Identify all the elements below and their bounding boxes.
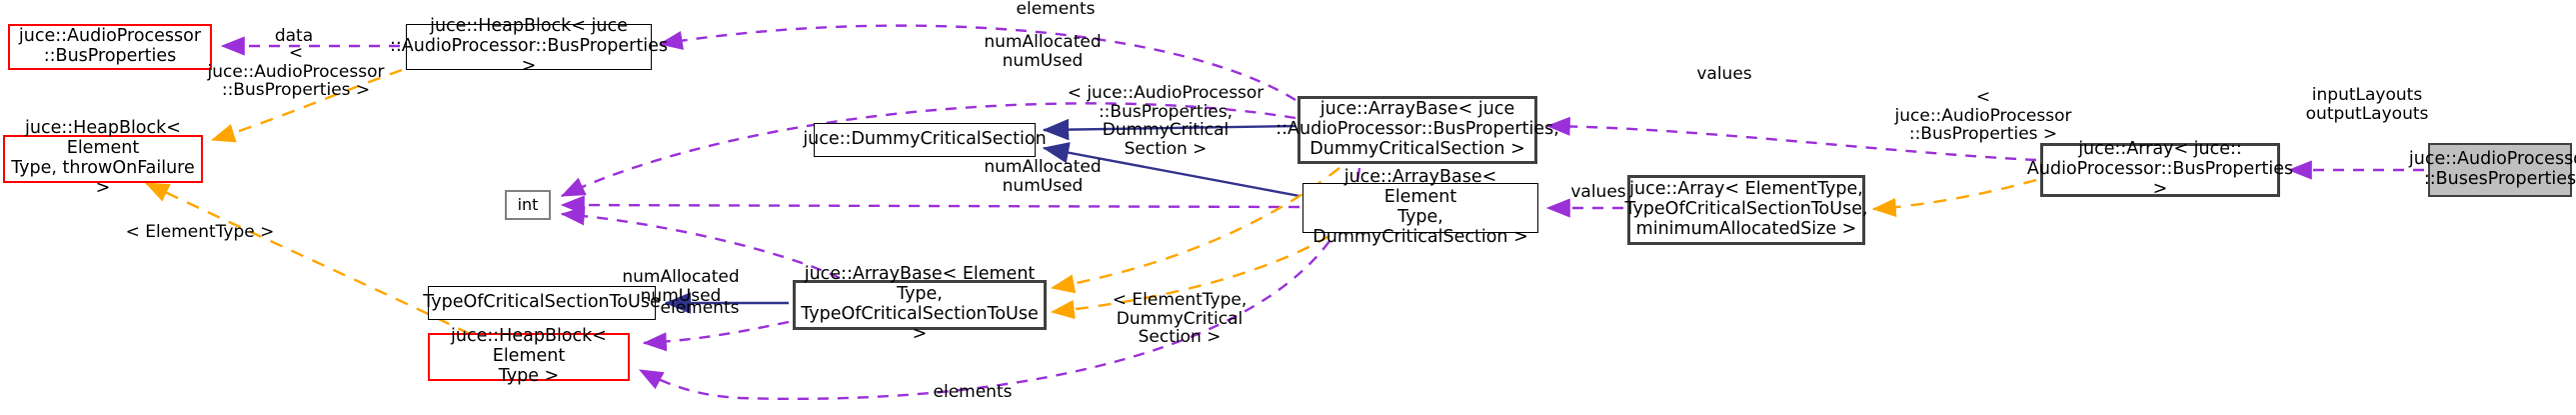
edge-label-inputlayouts-outputlayouts: inputLayouts outputLayouts	[2305, 85, 2429, 124]
node-heapblock-elementtype-throwonfailure[interactable]: juce::HeapBlock< Element Type, throwOnFa…	[3, 119, 203, 198]
edge-label-numallocated-numused-3: numAllocated numUsed	[622, 267, 740, 306]
edge-label-values-middle: values	[1570, 182, 1626, 202]
edge-label-data: data	[274, 26, 314, 46]
edge-label-elements-bottom: elements	[933, 382, 1013, 402]
edge-label-values-top: values	[1696, 64, 1752, 84]
node-int[interactable]: int	[505, 190, 551, 220]
node-arraybase-elementtype-typeofcriticalsection[interactable]: juce::ArrayBase< Element Type, TypeOfCri…	[793, 265, 1047, 344]
edge-label-template-busproperties: < juce::AudioProcessor ::BusProperties >	[207, 43, 385, 101]
edge-label-elements-middle: elements	[660, 298, 740, 318]
edge-label-elements-top: elements	[1016, 0, 1096, 19]
node-array-elementtype-typeofcriticalsection[interactable]: juce::Array< ElementType, TypeOfCritical…	[1624, 175, 1868, 245]
edge-label-template-busproperties-right: < juce::AudioProcessor ::BusProperties >	[1894, 87, 2072, 145]
edge-label-template-elementtype-dummycritical: < ElementType, DummyCritical Section >	[1112, 290, 1248, 348]
edge-arraybase-to-heapblock-element	[642, 320, 790, 352]
node-arraybase-elementtype-dummycriticalsection[interactable]: juce::ArrayBase< Element Type, DummyCrit…	[1302, 168, 1538, 247]
edge-label-template-busproperties-dummycritical: < juce::AudioProcessor ::BusProperties, …	[1067, 83, 1265, 160]
node-heapblock-juce-busproperties[interactable]: juce::HeapBlock< juce ::AudioProcessor::…	[390, 16, 668, 76]
node-audioprocessor-busesproperties-current[interactable]: juce::AudioProcessor ::BusesProperties	[2409, 143, 2576, 197]
node-arraybase-busproperties-dummycriticalsection[interactable]: juce::ArrayBase< juce ::AudioProcessor::…	[1276, 96, 1559, 164]
node-audioprocessor-busproperties[interactable]: juce::AudioProcessor ::BusProperties	[8, 24, 212, 70]
node-array-juce-audioprocessor-busproperties[interactable]: juce::Array< juce:: AudioProcessor::BusP…	[2026, 139, 2294, 199]
edge-label-numallocated-numused-1: numAllocated numUsed	[984, 32, 1102, 71]
edge-heapblock-elementtype-template	[144, 181, 471, 336]
edge-label-template-elementtype: < ElementType >	[125, 222, 275, 242]
edge-label-numallocated-numused-2: numAllocated numUsed	[984, 157, 1102, 196]
edge-array-template-instantiation	[1871, 178, 2037, 218]
node-dummycriticalsection[interactable]: juce::DummyCriticalSection	[803, 123, 1047, 157]
edge-arraybase-element-to-int	[560, 195, 1300, 215]
node-heapblock-elementtype[interactable]: juce::HeapBlock< Element Type >	[428, 326, 630, 386]
node-typeofcriticalsectiontouse[interactable]: TypeOfCriticalSectionToUse	[423, 286, 661, 320]
